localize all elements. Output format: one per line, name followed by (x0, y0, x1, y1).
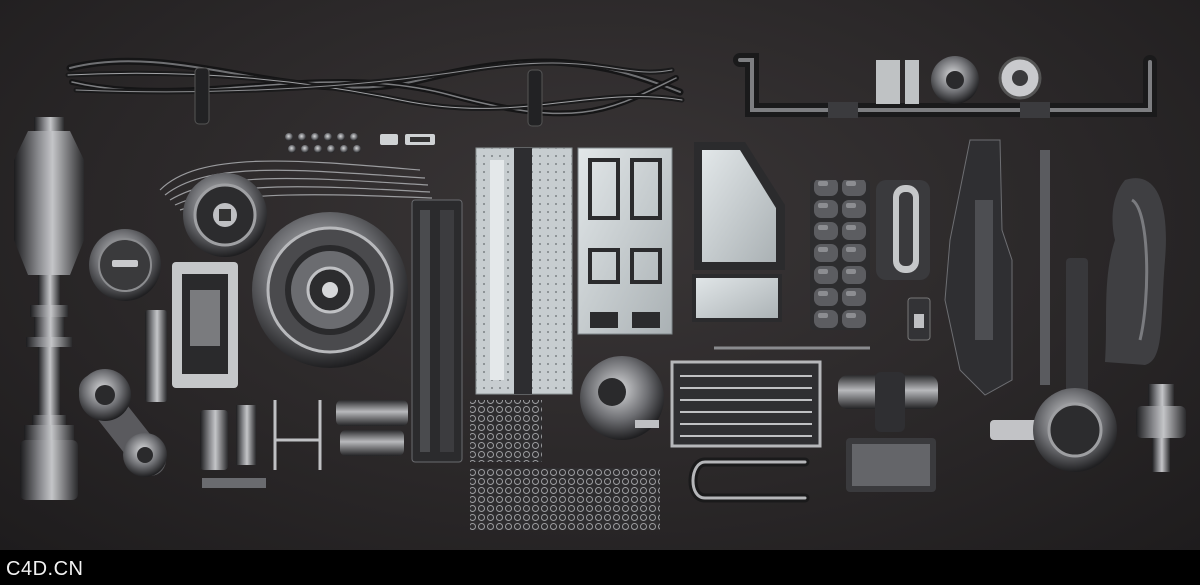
turbine-disc (252, 212, 408, 368)
footer-bar (0, 550, 1200, 585)
pulley-assembly (79, 369, 167, 477)
site-watermark: C4D.CN (6, 558, 84, 580)
pipe-rail (733, 53, 1157, 118)
clamp-parts (200, 400, 408, 488)
vented-plate (475, 147, 573, 395)
hose-arm (990, 258, 1117, 472)
armor-part (944, 139, 1050, 396)
u-bolt (688, 457, 810, 503)
cable-bundle (65, 57, 685, 127)
ribbed-panel (411, 199, 463, 463)
parts-illustration (14, 53, 1186, 530)
wheel-rim (183, 173, 267, 257)
rivet-row (285, 133, 435, 153)
cloth-cover (1105, 178, 1166, 365)
spindle (1136, 384, 1186, 472)
round-lid (89, 229, 161, 301)
coupler-clamp (838, 372, 938, 492)
mesh-grid (470, 400, 660, 530)
fan-disc (580, 356, 664, 440)
grill-plate (670, 346, 870, 448)
kitbash-parts-render (0, 0, 1200, 550)
vent-unit (876, 180, 930, 280)
bracket-panel (577, 147, 673, 335)
housing-frame (172, 262, 238, 388)
thin-wires (159, 160, 433, 211)
lock-piece (907, 297, 931, 341)
padded-panel (810, 180, 870, 330)
top-fittings (876, 56, 1042, 104)
exhaust-canister (14, 117, 84, 500)
slotted-column (145, 310, 167, 402)
angular-plate (692, 142, 785, 322)
